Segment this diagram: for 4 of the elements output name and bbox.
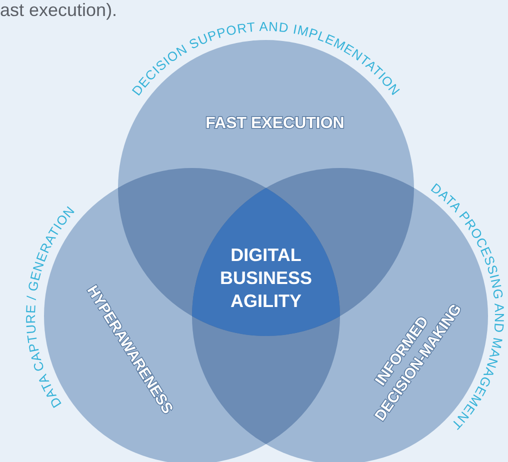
overlap-region bbox=[192, 188, 340, 336]
cut-off-text: ast execution). bbox=[0, 0, 118, 21]
circle-label: FAST EXECUTION bbox=[206, 115, 344, 132]
center-label: DIGITAL BUSINESS AGILITY bbox=[220, 245, 312, 311]
